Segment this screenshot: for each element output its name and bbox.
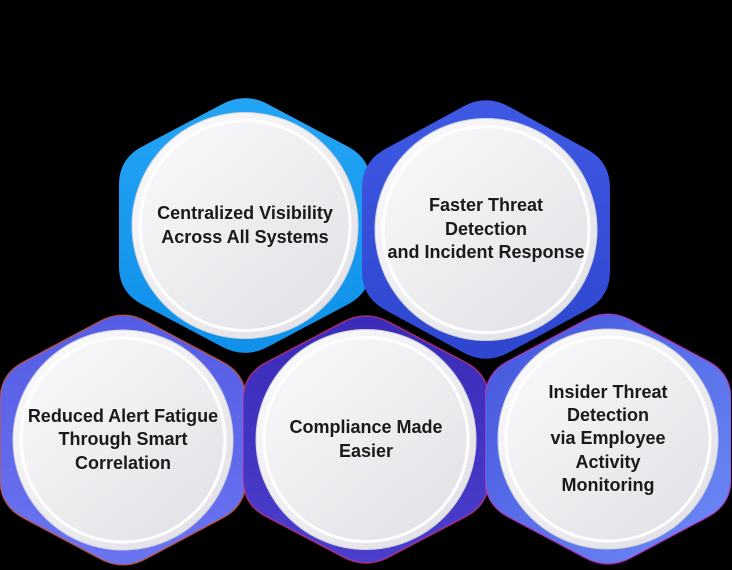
disc xyxy=(374,118,598,341)
hexagon-shape xyxy=(243,315,489,564)
disc-ring xyxy=(381,125,591,334)
hexagon-shape xyxy=(0,314,246,566)
hexagon-reduced-alert-fatigue: Reduced Alert Fatigue Through Smart Corr… xyxy=(0,309,246,570)
hexagon-compliance-made-easier: Compliance Made Easier xyxy=(243,310,489,569)
hexagon-shape xyxy=(485,313,731,565)
disc-ring xyxy=(262,336,470,543)
disc xyxy=(255,329,477,550)
disc-ring xyxy=(19,336,227,544)
disc xyxy=(12,329,234,551)
hexagon-insider-threat-detection: Insider Threat Detection via Employee Ac… xyxy=(485,308,731,570)
hexagon-shape xyxy=(362,100,610,359)
disc xyxy=(497,328,719,550)
disc xyxy=(131,112,359,339)
hexagon-shape xyxy=(119,98,371,353)
disc-ring xyxy=(138,119,352,332)
disc-ring xyxy=(504,335,712,543)
